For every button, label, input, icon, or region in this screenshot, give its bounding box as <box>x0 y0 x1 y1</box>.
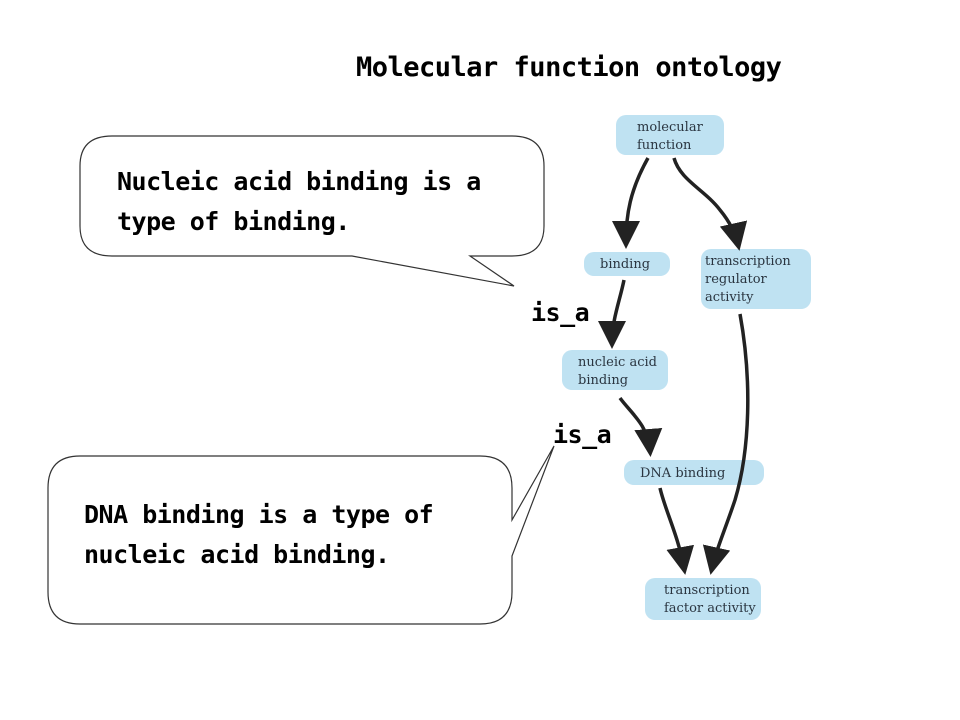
arrow-transcription-regulator-to-factor <box>702 313 750 575</box>
callout-bubble-2 <box>47 445 555 625</box>
diagram-title: Molecular function ontology <box>356 52 782 83</box>
arrow-binding-to-nucleic-acid <box>598 279 627 349</box>
arrow-dna-to-transcription-factor <box>658 487 695 575</box>
arrow-molecular-to-transcription-regulator <box>672 157 748 251</box>
node-dna-binding: DNA binding <box>624 460 764 485</box>
svg-text:binding: binding <box>578 373 628 388</box>
edge-label-is-a-1: is_a <box>531 298 590 327</box>
edge-label-is-a-2: is_a <box>553 420 612 449</box>
callout-text-dna-binding: DNA binding is a type of nucleic acid bi… <box>84 500 434 569</box>
arrow-molecular-to-binding <box>612 157 650 249</box>
callout-text-binding: Nucleic acid binding is a type of bindin… <box>117 167 481 236</box>
callout-bubble-1 <box>79 135 545 287</box>
svg-text:transcription: transcription <box>705 254 791 269</box>
svg-text:transcription: transcription <box>664 583 750 598</box>
svg-text:factor activity: factor activity <box>664 601 756 616</box>
svg-text:function: function <box>637 138 692 153</box>
svg-text:nucleic acid: nucleic acid <box>578 355 657 370</box>
svg-text:binding: binding <box>600 257 650 272</box>
node-binding: binding <box>584 252 670 276</box>
svg-text:DNA binding: DNA binding <box>640 466 725 481</box>
node-transcription-factor-activity: transcription factor activity <box>645 578 761 620</box>
svg-text:activity: activity <box>705 290 754 305</box>
node-molecular-function: molecular function <box>616 115 724 155</box>
svg-text:regulator: regulator <box>705 272 768 287</box>
node-transcription-regulator-activity: transcription regulator activity <box>701 249 811 309</box>
node-nucleic-acid-binding: nucleic acid binding <box>562 350 668 390</box>
svg-text:molecular: molecular <box>637 120 704 135</box>
arrow-nucleic-acid-to-dna <box>618 396 663 457</box>
